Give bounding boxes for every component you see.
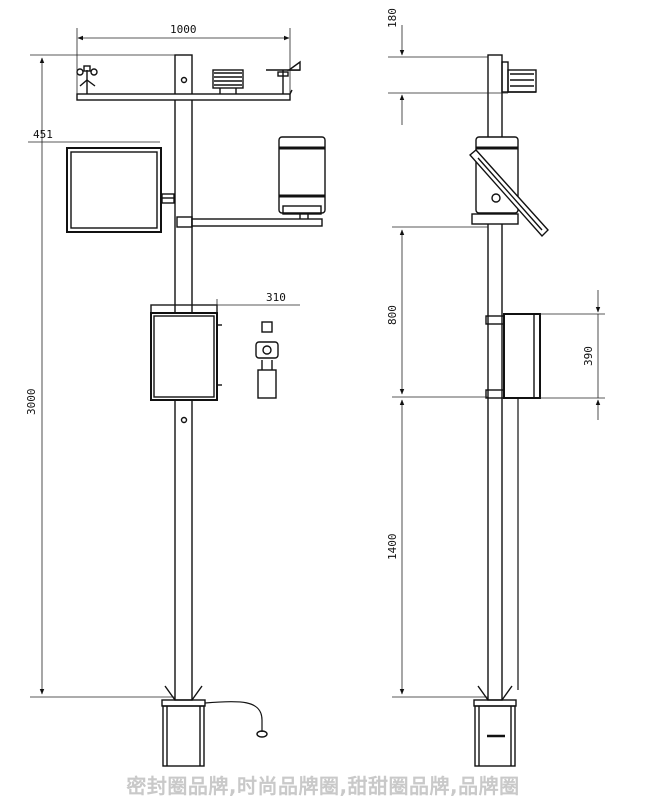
dim-box-offset: 310 xyxy=(266,291,286,304)
pole-bolt-top xyxy=(180,76,188,84)
control-box-icon xyxy=(150,304,222,401)
front-base xyxy=(161,685,268,767)
rain-gauge-icon xyxy=(278,136,326,220)
dim-box-height: 390 xyxy=(582,346,595,366)
anemometer-icon xyxy=(76,65,98,94)
pole-bolt-mid xyxy=(180,416,188,424)
dim-lower-section: 1400 xyxy=(386,534,399,561)
radiation-shield-icon xyxy=(212,69,244,94)
side-top-sensor xyxy=(501,61,537,93)
dim-upper-section: 800 xyxy=(386,305,399,325)
front-lower-arm xyxy=(191,218,323,227)
watermark-text: 密封圈品牌,时尚品牌圈,甜甜圈品牌,品牌圈 xyxy=(126,774,520,798)
sensor-module-icon xyxy=(255,321,279,399)
dim-crossarm-width: 1000 xyxy=(170,23,197,36)
side-base xyxy=(473,685,517,767)
dim-panel-offset: 451 xyxy=(33,128,53,141)
side-control-box xyxy=(485,313,541,690)
side-solar-panel xyxy=(468,149,549,238)
dim-total-height: 3000 xyxy=(25,389,38,416)
dim-top-height: 180 xyxy=(386,8,399,28)
solar-panel-icon xyxy=(66,147,175,233)
front-crossarm xyxy=(76,93,291,101)
wind-vane-icon xyxy=(266,60,301,94)
